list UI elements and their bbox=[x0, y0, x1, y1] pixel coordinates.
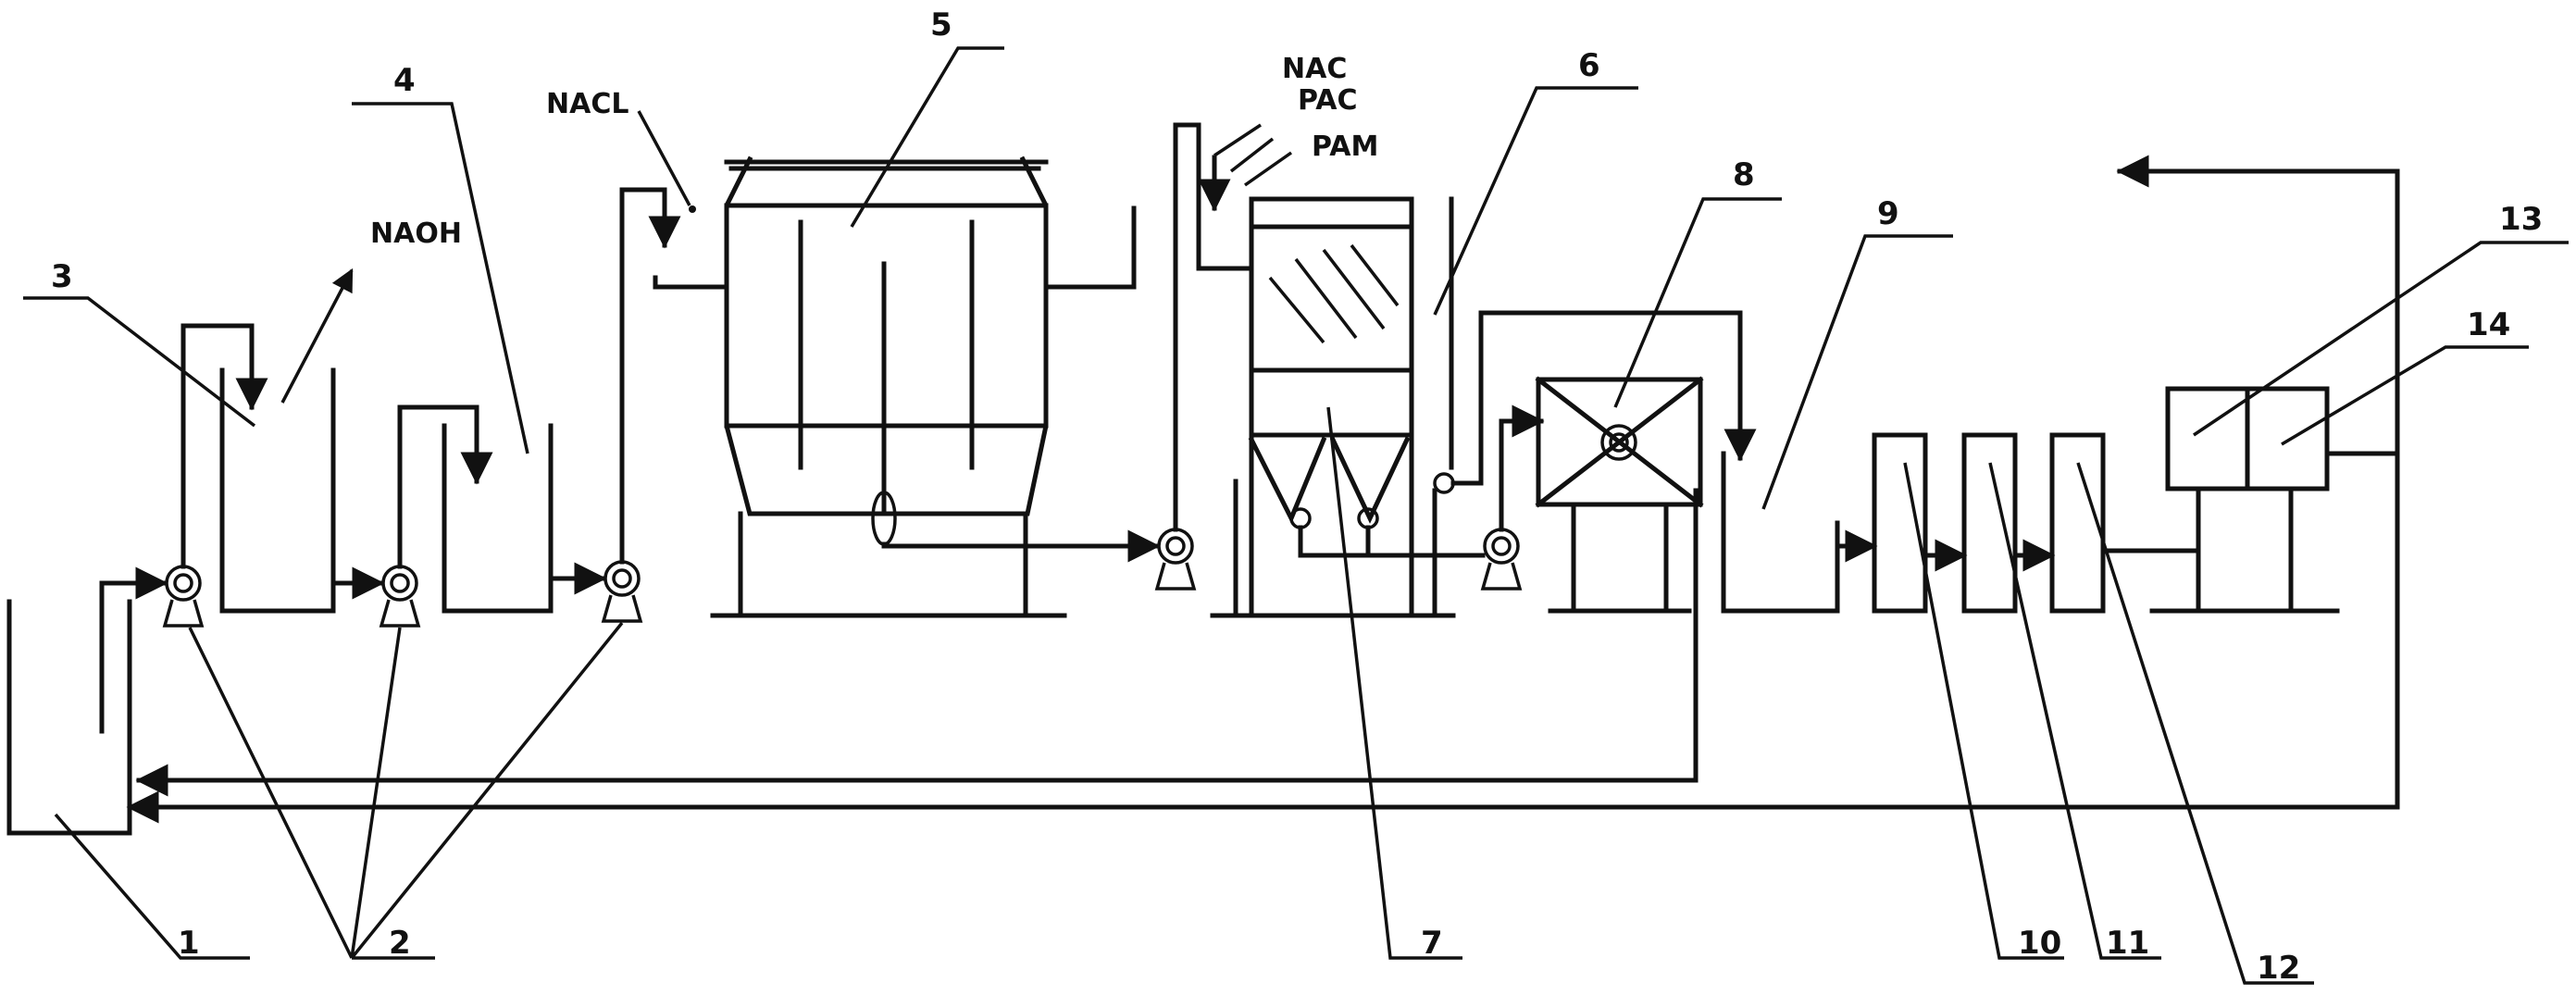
column-10 bbox=[1872, 432, 1928, 614]
leader-lines bbox=[23, 46, 2569, 985]
unit-13-14 bbox=[2149, 386, 2340, 614]
label-11: 11 bbox=[2106, 925, 2149, 962]
chemical-nac: NAC bbox=[1282, 53, 1347, 85]
nacl-leader bbox=[637, 110, 691, 206]
label-14: 14 bbox=[2467, 306, 2510, 343]
label-12: 12 bbox=[2257, 950, 2300, 987]
label-6: 6 bbox=[1578, 47, 1600, 84]
pump-a bbox=[162, 565, 205, 628]
pump-d bbox=[1154, 528, 1197, 591]
tank-6-7 bbox=[1210, 196, 1456, 618]
tank-1 bbox=[6, 599, 132, 836]
label-9: 9 bbox=[1877, 195, 1899, 232]
column-12 bbox=[2049, 432, 2106, 614]
label-13: 13 bbox=[2499, 201, 2543, 238]
filter-press-8 bbox=[1535, 376, 1704, 614]
label-5: 5 bbox=[930, 6, 952, 44]
tank-5 bbox=[710, 155, 1137, 618]
chemical-pam: PAM bbox=[1312, 131, 1378, 163]
pump-e bbox=[1480, 528, 1523, 591]
chemical-naoh: NAOH bbox=[370, 218, 462, 250]
nacl-dosing-point bbox=[689, 205, 696, 213]
tank-4 bbox=[442, 423, 554, 614]
label-7: 7 bbox=[1421, 925, 1443, 962]
label-3: 3 bbox=[51, 258, 73, 295]
pump-c bbox=[601, 560, 643, 623]
chemical-pac: PAC bbox=[1298, 84, 1357, 117]
label-2: 2 bbox=[389, 925, 411, 962]
label-8: 8 bbox=[1733, 156, 1755, 193]
chemical-nacl: NACL bbox=[546, 88, 628, 120]
pump-b bbox=[379, 565, 421, 628]
column-11 bbox=[1961, 432, 2018, 614]
label-1: 1 bbox=[178, 925, 200, 962]
tank-3 bbox=[219, 367, 336, 614]
label-10: 10 bbox=[2018, 925, 2061, 962]
naoh-leader bbox=[280, 267, 354, 404]
label-4: 4 bbox=[393, 62, 416, 99]
tank-9 bbox=[1721, 451, 1840, 614]
